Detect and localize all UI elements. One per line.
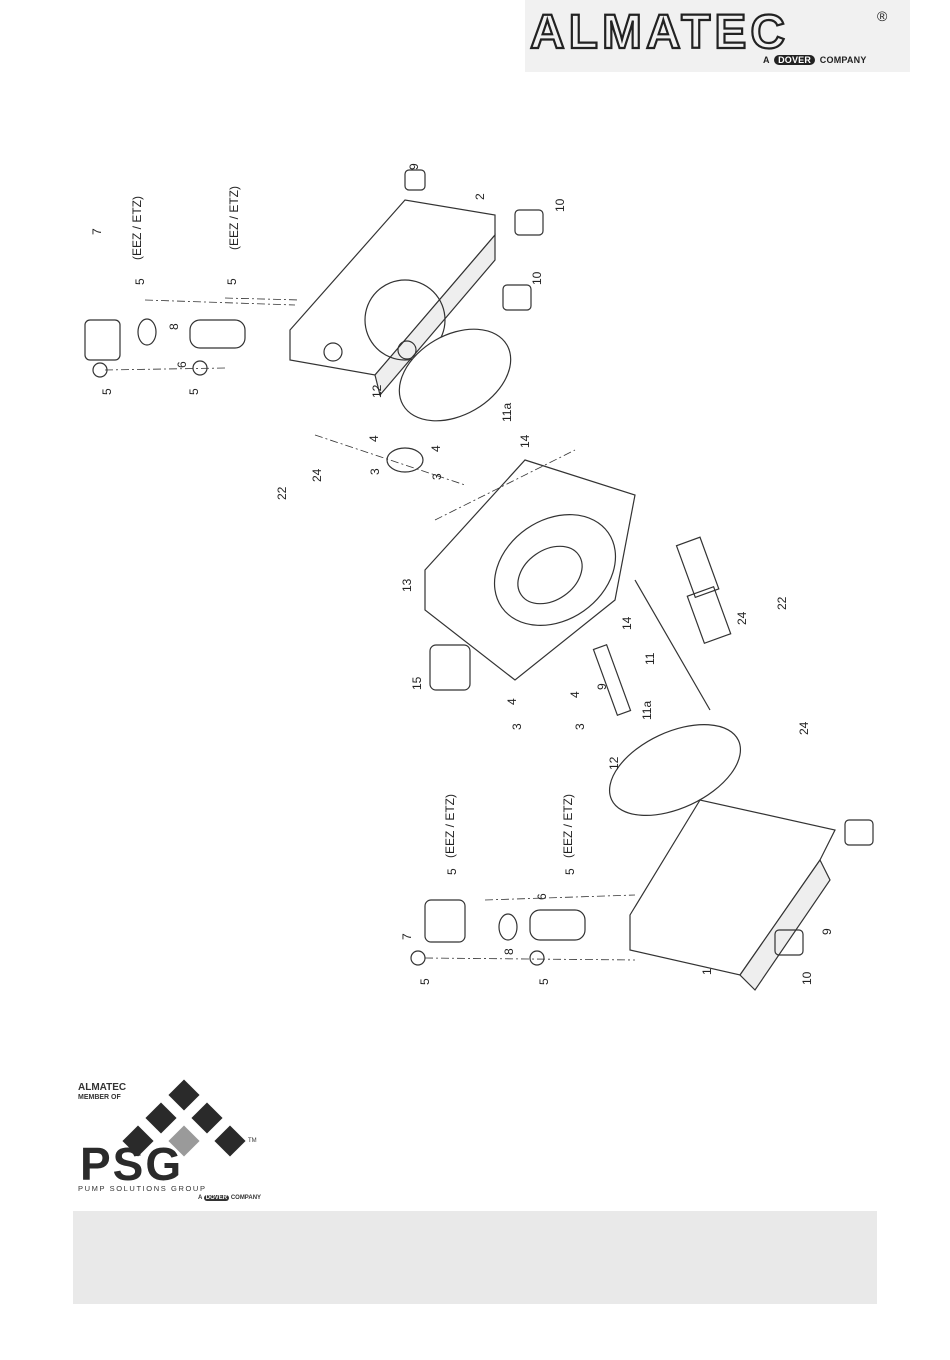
psg-dover-suffix: COMPANY (231, 1195, 261, 1201)
callout-12b: 12 (607, 757, 621, 770)
callout-24a: 24 (310, 469, 324, 482)
callout-11a-upper: 11a (500, 403, 514, 422)
callout-10c: 10 (800, 972, 814, 985)
callout-13: 13 (400, 579, 414, 592)
damper-10-a (515, 210, 543, 235)
callout-6a: 6 (175, 361, 189, 368)
callout-22a: 22 (275, 487, 289, 500)
callout-2: 2 (473, 193, 487, 200)
callout-11a-lower: 11a (640, 701, 654, 720)
registered-mark: ® (877, 8, 887, 24)
callout-9-top: 9 (407, 163, 421, 170)
callout-12a: 12 (370, 385, 384, 398)
callout-5a: 5 (133, 278, 147, 285)
exploded-view-lines (75, 140, 875, 1010)
oring-8-upper (138, 319, 156, 345)
tagline-prefix: A (763, 55, 769, 65)
spool-22 (676, 537, 718, 597)
callout-4c: 4 (505, 698, 519, 705)
callout-3a: 3 (368, 468, 382, 475)
psg-subtitle: PUMP SOLUTIONS GROUP (78, 1184, 207, 1193)
tagline-brand: DOVER (774, 55, 815, 65)
callout-3d: 3 (573, 723, 587, 730)
variant-a: (EEZ / ETZ) (130, 196, 144, 260)
oring-8-lower (499, 914, 517, 940)
exploded-view-drawing: 9 2 10 10 7 5 (EEZ / ETZ) 5 (EEZ / ETZ) … (75, 140, 875, 1015)
callout-3c: 3 (510, 723, 524, 730)
psg-wordmark: PSG (80, 1138, 183, 1182)
callout-5c: 5 (100, 388, 114, 395)
psg-dover-line: A DOVER COMPANY (198, 1195, 261, 1201)
psg-dover-brand: DOVER (204, 1195, 229, 1201)
callout-14b: 14 (620, 617, 634, 630)
variant-b: (EEZ / ETZ) (227, 186, 241, 250)
variant-c: (EEZ / ETZ) (443, 794, 457, 858)
rod-11 (593, 645, 630, 716)
psg-logo: ALMATEC MEMBER OF PSG TM PUMP SOLUTIONS … (78, 1072, 268, 1212)
dover-tagline: A DOVER COMPANY (763, 55, 867, 65)
callout-4d: 4 (568, 691, 582, 698)
callout-9-shaft: 9 (595, 683, 609, 690)
callout-24b: 24 (735, 612, 749, 625)
callout-1: 1 (700, 968, 714, 975)
callout-5d: 5 (187, 388, 201, 395)
callout-10a: 10 (553, 199, 567, 212)
valve-seat-15 (430, 645, 470, 690)
sleeve-6-lower (530, 910, 585, 940)
callout-8b: 8 (502, 948, 516, 955)
callout-22b: 22 (775, 597, 789, 610)
callout-9-lower: 9 (820, 928, 834, 935)
callout-10b: 10 (530, 272, 544, 285)
brand-wordmark: ALMATEC (530, 6, 789, 59)
psg-dover-prefix: A (198, 1195, 202, 1201)
callout-4a: 4 (367, 435, 381, 442)
callout-7a: 7 (90, 228, 104, 235)
sleeve-6-upper (190, 320, 245, 348)
callout-3b: 3 (430, 473, 444, 480)
tagline-suffix: COMPANY (820, 55, 867, 65)
center-housing-13 (425, 460, 635, 680)
callout-5b: 5 (225, 278, 239, 285)
callout-5h: 5 (537, 978, 551, 985)
callout-6b: 6 (535, 893, 549, 900)
plug-7-lower (425, 900, 465, 942)
callout-11: 11 (643, 653, 657, 665)
psg-tm: TM (248, 1138, 257, 1144)
callout-8a: 8 (167, 323, 181, 330)
seal-22-upper (387, 448, 423, 472)
callout-24c: 24 (797, 722, 811, 735)
variant-d: (EEZ / ETZ) (561, 794, 575, 858)
callout-5g: 5 (418, 978, 432, 985)
damper-10-b (503, 285, 531, 310)
callout-14a: 14 (518, 435, 532, 448)
psg-diamonds-icon: PSG (78, 1072, 268, 1182)
callout-7b: 7 (400, 933, 414, 940)
footer-band (73, 1211, 877, 1304)
callout-4b: 4 (429, 445, 443, 452)
callout-5e: 5 (445, 868, 459, 875)
callout-5f: 5 (563, 868, 577, 875)
plug-9-top (405, 170, 425, 190)
shaft-9 (635, 580, 710, 710)
plug-7-upper (85, 320, 120, 360)
callout-15: 15 (410, 677, 424, 690)
